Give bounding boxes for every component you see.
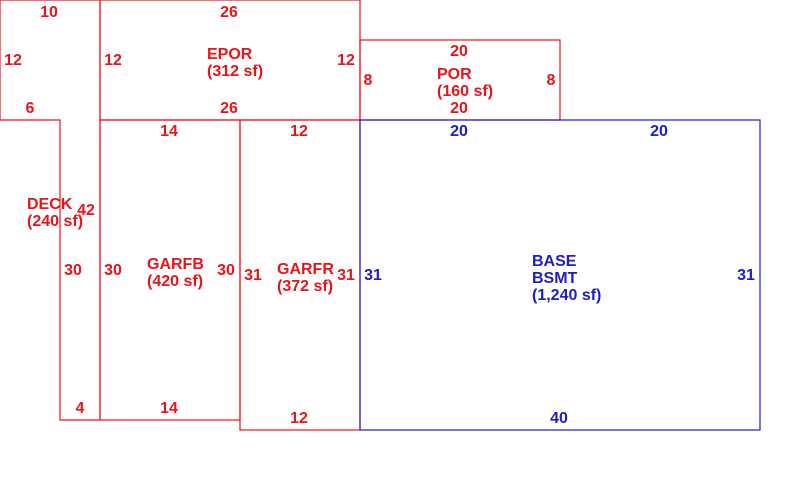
por-left-dimension: 8 [364, 72, 373, 89]
garfr-bottom-dimension: 12 [290, 410, 308, 427]
epor-bottom-dimension: 26 [220, 100, 238, 117]
base-label: BASE BSMT (1,240 sf) [532, 253, 601, 304]
base-top-left-dimension: 20 [450, 123, 468, 140]
deck-label: DECK (240 sf) [27, 196, 83, 230]
base-outline [359, 119, 761, 431]
epor-right-dimension: 12 [337, 52, 355, 69]
epor-label: EPOR (312 sf) [207, 46, 263, 80]
base-left-dimension: 31 [364, 267, 382, 284]
base-top-right-dimension: 20 [650, 123, 668, 140]
epor-top-dimension: 26 [220, 4, 238, 21]
deck-bottom-dimension: 4 [76, 400, 85, 417]
deck-top-dimension: 10 [40, 4, 58, 21]
garfr-left-dimension: 31 [244, 267, 262, 284]
deck-inner-dimension: 30 [64, 262, 82, 279]
garfb-label: GARFB (420 sf) [147, 256, 208, 290]
epor-left-dimension: 12 [104, 52, 122, 69]
por-label: POR (160 sf) [437, 66, 493, 100]
deck-long-dimension: 42 [77, 202, 95, 219]
por-top-dimension: 20 [450, 43, 468, 60]
base-right-dimension: 31 [737, 267, 755, 284]
garfr-right-dimension: 31 [337, 267, 355, 284]
base-bottom-dimension: 40 [550, 410, 568, 427]
garfb-top-dimension: 14 [160, 123, 178, 140]
deck-left-dimension: 12 [4, 52, 22, 69]
por-bottom-dimension: 20 [450, 100, 468, 117]
deck-step-dimension: 6 [26, 100, 35, 117]
garfb-right-dimension: 30 [217, 262, 235, 279]
deck-outline [0, 0, 101, 421]
garfr-label: GARFR (372 sf) [277, 261, 338, 295]
garfb-bottom-dimension: 14 [160, 400, 178, 417]
por-right-dimension: 8 [547, 72, 556, 89]
garfr-top-dimension: 12 [290, 123, 308, 140]
garfb-left-dimension: 30 [104, 262, 122, 279]
